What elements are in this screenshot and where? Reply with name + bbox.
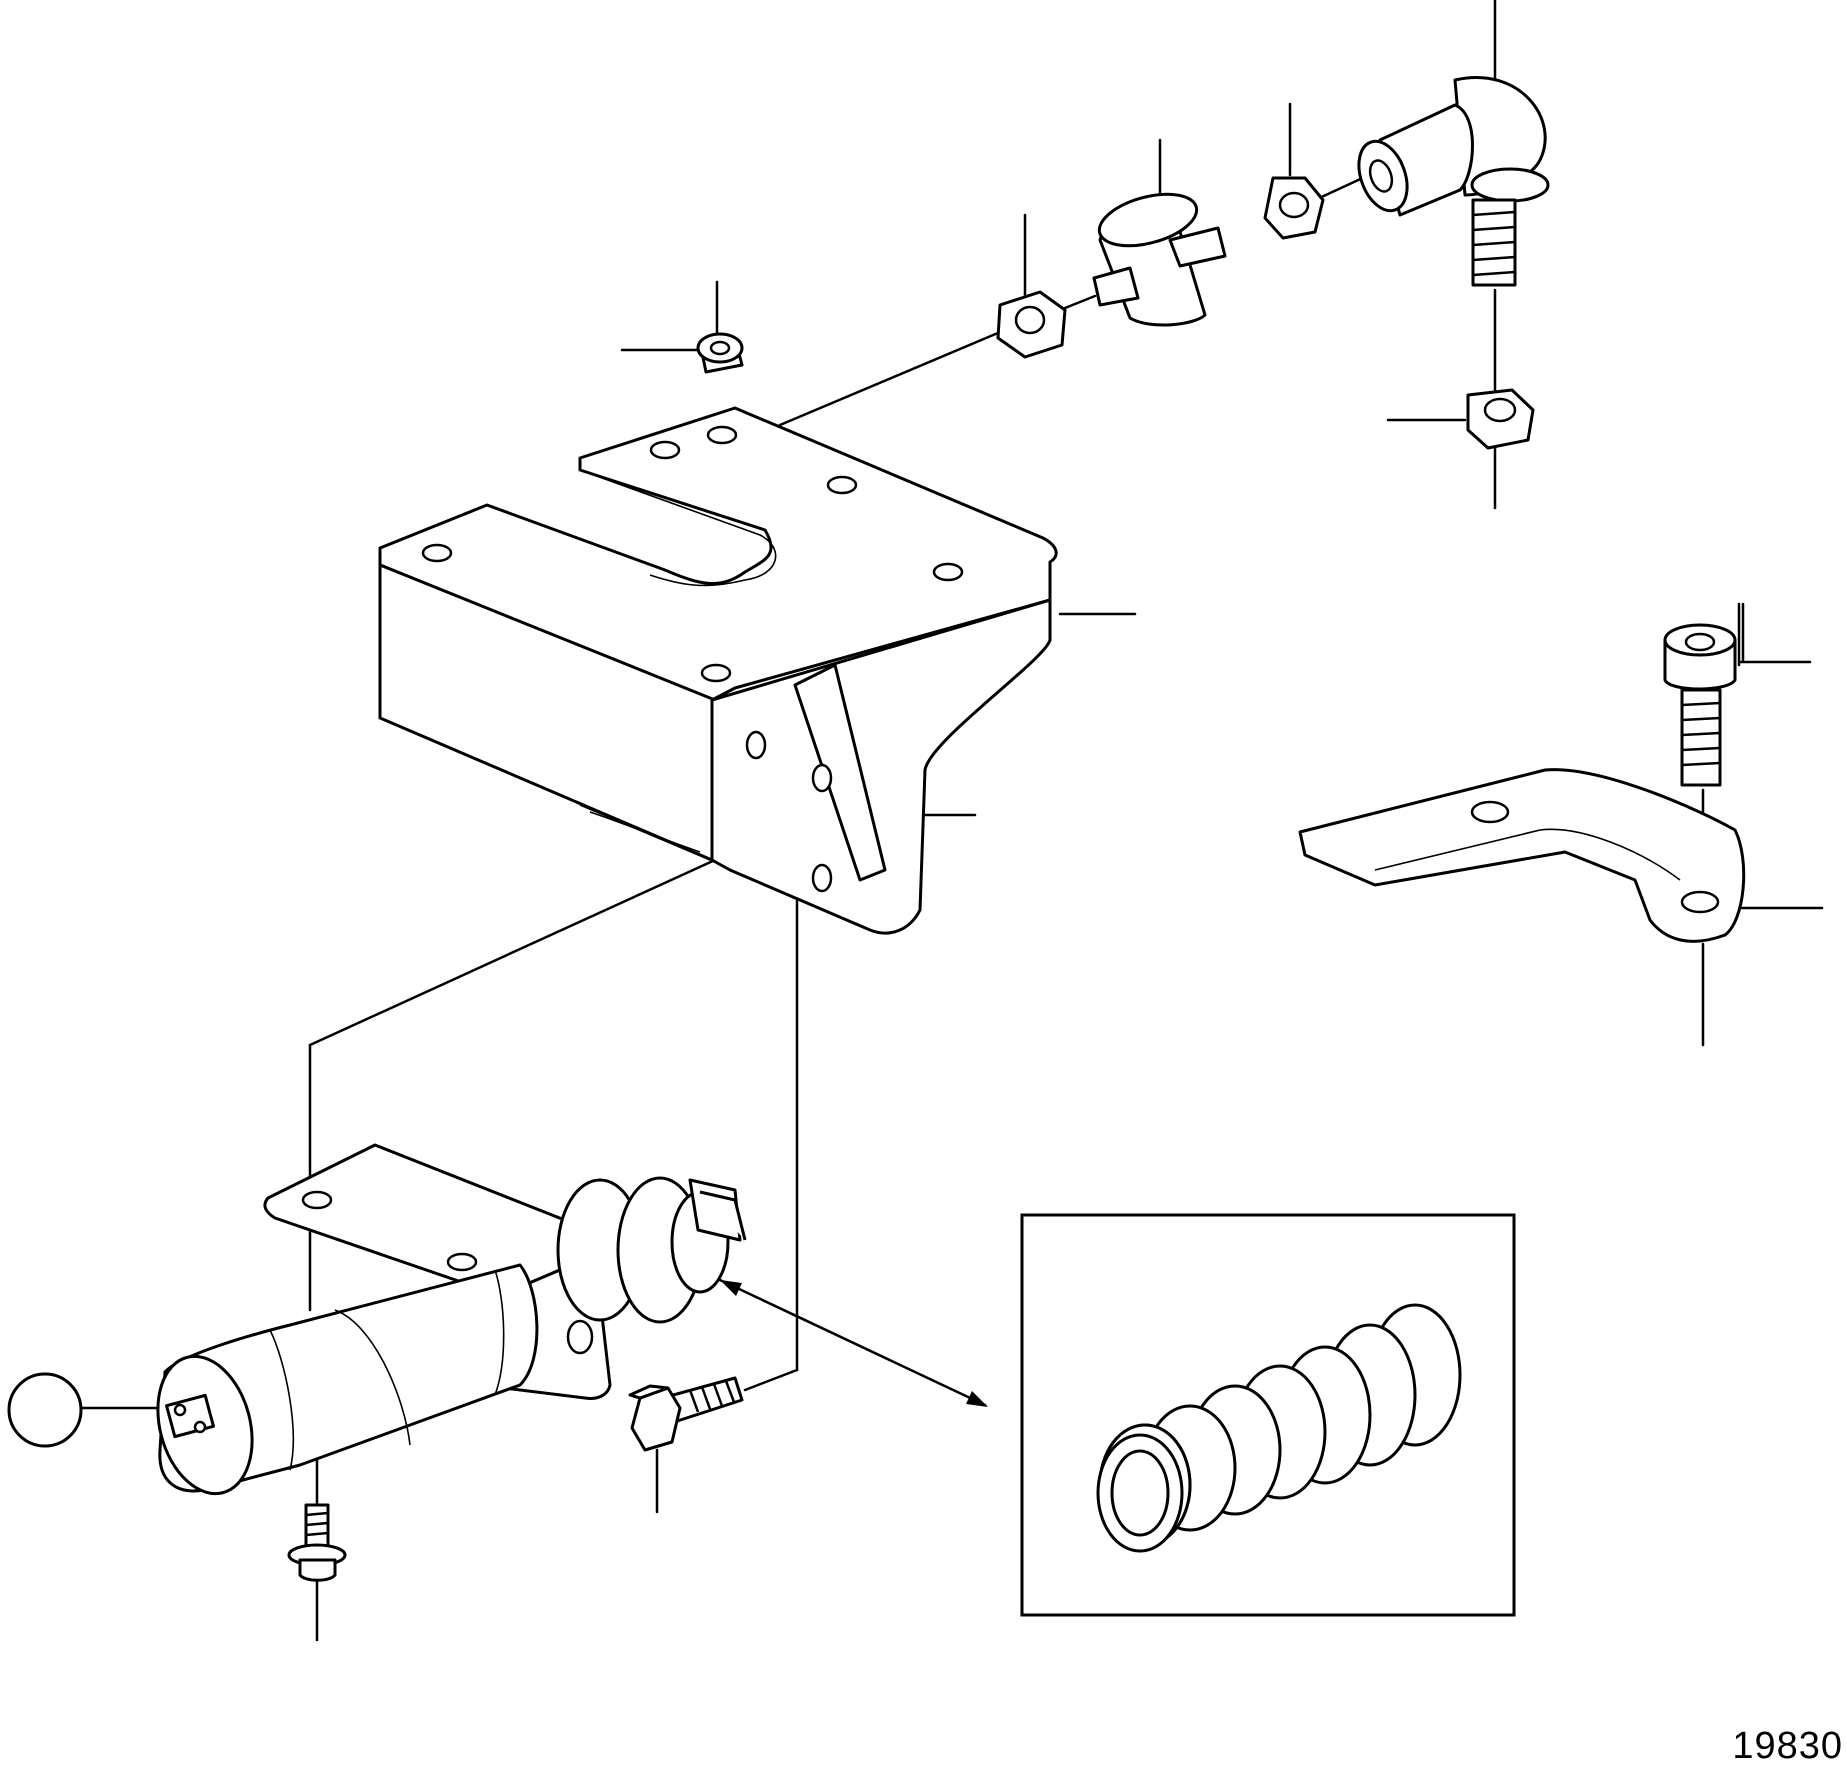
solenoid-actuator — [156, 1143, 747, 1496]
hex-bolt — [628, 1376, 744, 1452]
callout-circle — [7, 1372, 83, 1448]
hex-nut-lower — [1466, 388, 1535, 450]
rubber-mount — [1092, 192, 1227, 327]
socket-head-screw — [1663, 623, 1737, 787]
flange-nut — [696, 332, 744, 374]
rubber-bellows — [1096, 1303, 1462, 1553]
figure-reference-number: 19830 — [1732, 1725, 1843, 1767]
lock-nut — [1263, 176, 1325, 240]
flange-bolt — [287, 1503, 347, 1582]
ball-joint — [1357, 76, 1550, 287]
hex-nut — [996, 290, 1067, 359]
mounting-bracket — [378, 406, 1058, 935]
lever-arm — [1298, 768, 1746, 943]
